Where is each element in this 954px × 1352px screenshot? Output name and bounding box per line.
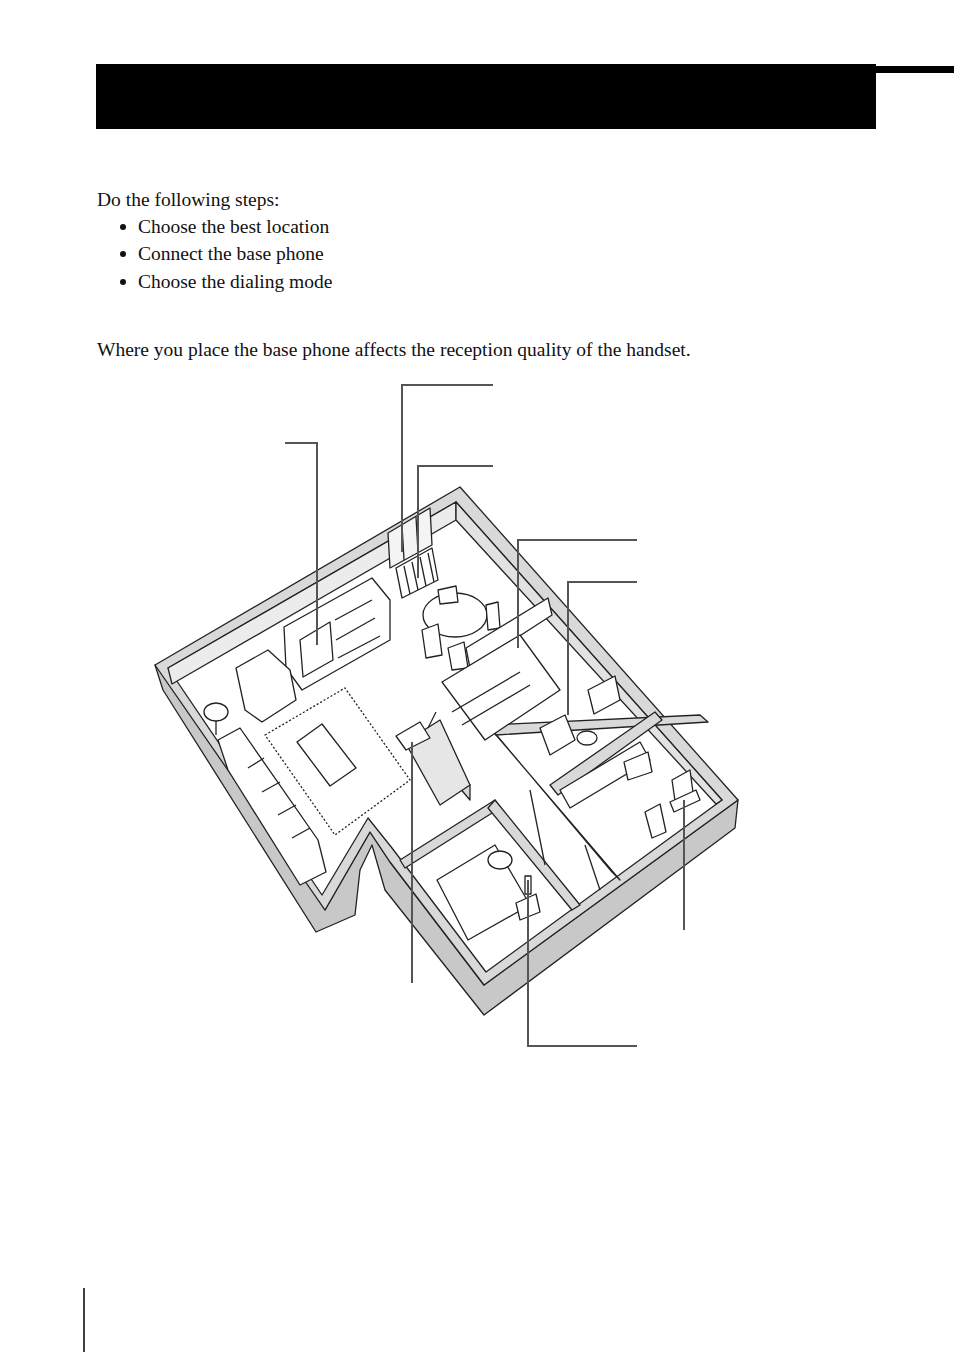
leader-line: [411, 742, 413, 983]
leader-line: [285, 443, 317, 645]
leader-line: [568, 582, 637, 715]
header-bar: [96, 64, 876, 129]
step-item: Choose the best location: [138, 213, 638, 240]
bullet-dot: [120, 251, 126, 257]
leader-lines: [285, 385, 684, 1046]
leader-line: [518, 540, 637, 648]
bullet-dot: [120, 224, 126, 230]
room-drawing: [155, 487, 738, 1015]
body-text: Where you place the base phone affects t…: [97, 336, 722, 363]
leader-line: [528, 880, 637, 1046]
step-item: Connect the base phone: [138, 240, 638, 267]
leader-line: [418, 466, 493, 578]
leader-line: [683, 800, 685, 930]
bullet-dot: [120, 279, 126, 285]
page-rule: [83, 1288, 85, 1352]
body-text: Do the following steps:: [97, 186, 697, 213]
leader-line: [402, 385, 493, 552]
header-rule: [876, 66, 954, 73]
step-item: Choose the dialing mode: [138, 268, 638, 295]
